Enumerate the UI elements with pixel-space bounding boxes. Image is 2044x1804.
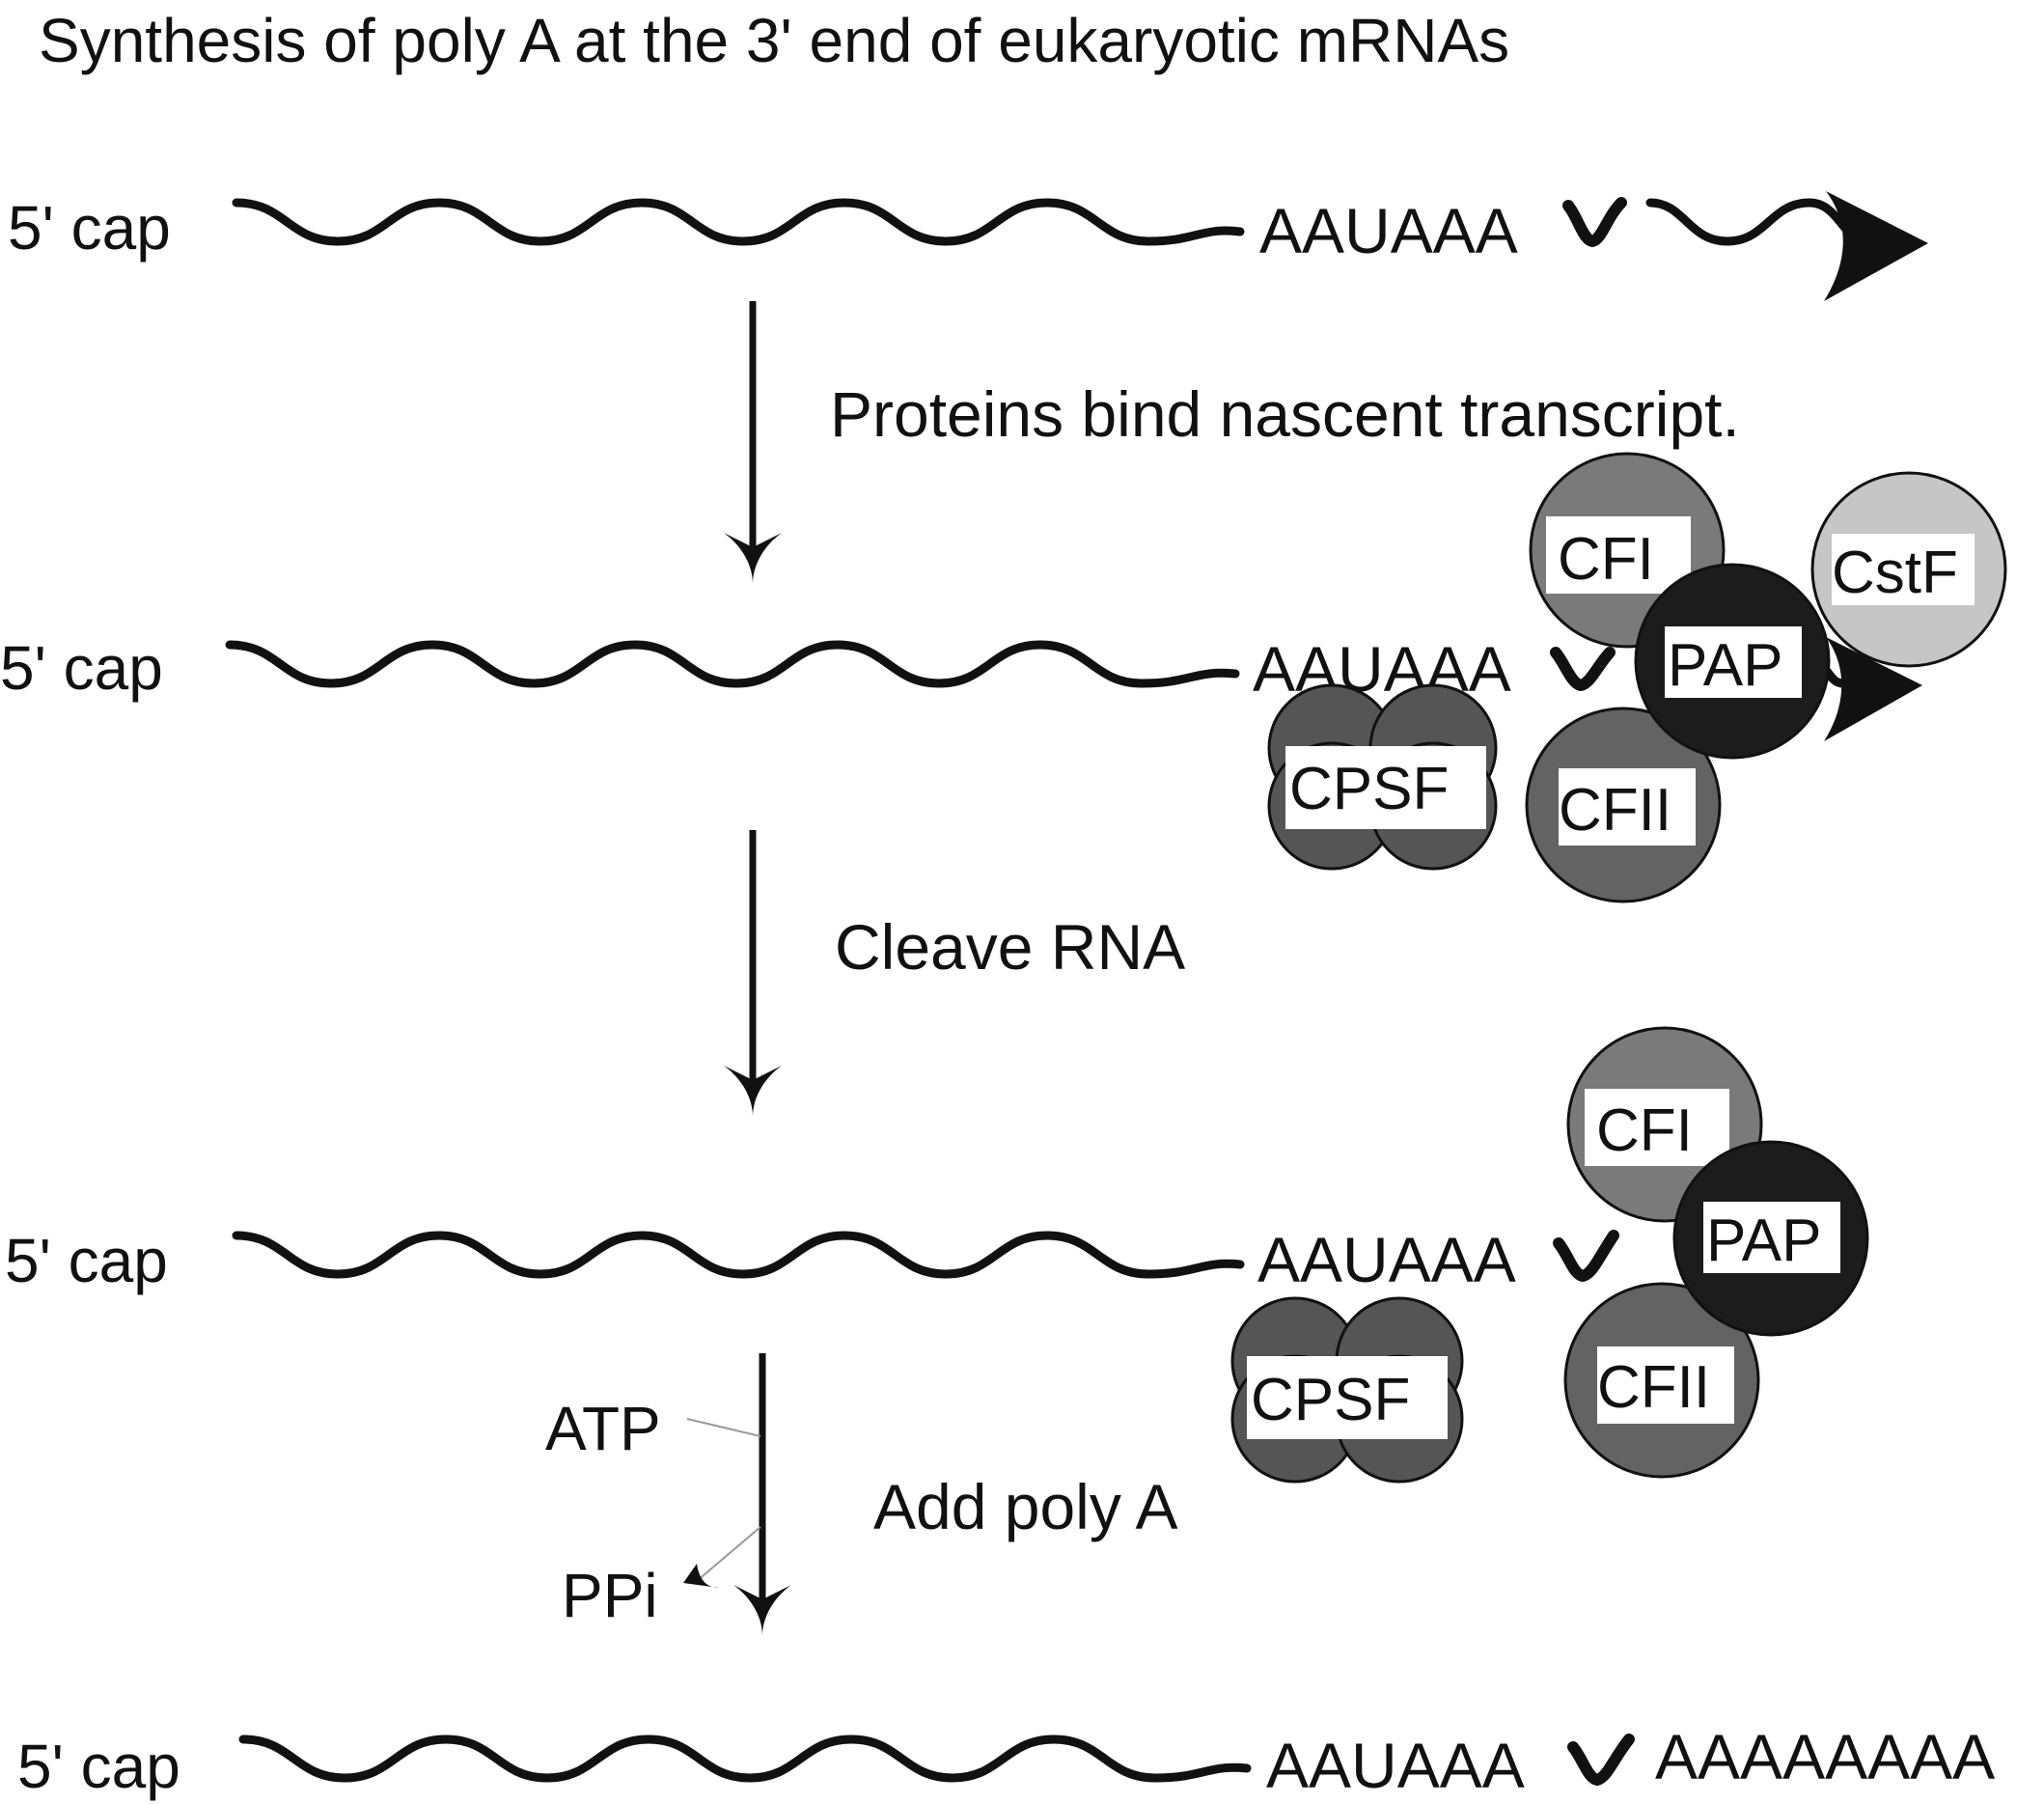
cap-label-4: 5' cap [17, 1732, 180, 1801]
ppi-arrowhead [683, 1564, 719, 1588]
ppi-connector [696, 1526, 761, 1582]
mrna-wave-4 [238, 1735, 1252, 1783]
step-label-cleave: Cleave RNA [835, 911, 1185, 983]
step-label-bind: Proteins bind nascent transcript. [830, 378, 1740, 450]
pap-complex-2: PAP [1634, 563, 1831, 760]
atp-connector [686, 1418, 761, 1437]
transcript-row-3: 5' cap AAUAAA CPSF CFII CFI [5, 1026, 1869, 1484]
mrna-wave-2 [225, 640, 1240, 688]
pap-complex-3: PAP [1672, 1140, 1869, 1337]
step-arrow-bind [724, 301, 782, 584]
downstream-rna-1 [1645, 198, 1872, 246]
diagram-title: Synthesis of poly A at the 3' end of euk… [39, 6, 1509, 75]
pap-label-2: PAP [1668, 632, 1782, 699]
transcript-row-1: 5' cap AAUAAA [8, 191, 1928, 301]
cap-label-3: 5' cap [5, 1226, 168, 1295]
ppi-label: PPi [562, 1561, 658, 1630]
cap-label-1: 5' cap [8, 193, 171, 263]
cfii-label-3: CFII [1597, 1354, 1710, 1421]
cleavage-site-3 [1553, 1230, 1619, 1282]
cpsf-complex-2: CPSF [1267, 683, 1498, 871]
step-label-add: Add poly A [873, 1471, 1178, 1542]
signal-sequence-3: AAUAAA [1257, 1224, 1516, 1295]
signal-sequence-4: AAUAAA [1266, 1730, 1525, 1801]
poly-a-tail: AAAAAAAA [1655, 1721, 1995, 1792]
cstf-complex-2: CstF [1810, 471, 2007, 668]
cfi-label-2: CFI [1558, 526, 1654, 593]
mrna-wave-1 [232, 198, 1245, 246]
cleavage-site-2 [1550, 647, 1616, 691]
cfi-label-3: CFI [1596, 1097, 1693, 1164]
transcript-row-2: 5' cap AAUAAA CPSF CFII CFI [0, 452, 2007, 903]
cpsf-label-2: CPSF [1289, 756, 1449, 822]
cleavage-site-4 [1567, 1734, 1635, 1786]
cfii-complex-3: CFII [1563, 1282, 1760, 1479]
cfii-label-2: CFII [1559, 777, 1671, 844]
signal-sequence-1: AAUAAA [1259, 195, 1518, 266]
step-arrow-cleave [724, 830, 782, 1117]
cpsf-complex-3: CPSF [1230, 1296, 1464, 1484]
cfii-complex-2: CFII [1525, 707, 1722, 903]
cpsf-label-3: CPSF [1251, 1367, 1410, 1433]
transcript-end-arrowhead-2 [1824, 637, 1922, 741]
cleavage-site-1 [1562, 197, 1627, 247]
cap-label-2: 5' cap [0, 633, 163, 703]
transcript-end-arrowhead-1 [1824, 191, 1928, 301]
signal-sequence-2: AAUAAA [1253, 633, 1511, 705]
mrna-wave-3 [232, 1231, 1245, 1279]
pap-label-3: PAP [1706, 1207, 1821, 1274]
step-arrow-add [683, 1353, 791, 1636]
transcript-row-4: 5' cap AAUAAA AAAAAAAA [17, 1721, 1995, 1801]
atp-label: ATP [545, 1394, 661, 1463]
cstf-label-2: CstF [1832, 540, 1958, 606]
